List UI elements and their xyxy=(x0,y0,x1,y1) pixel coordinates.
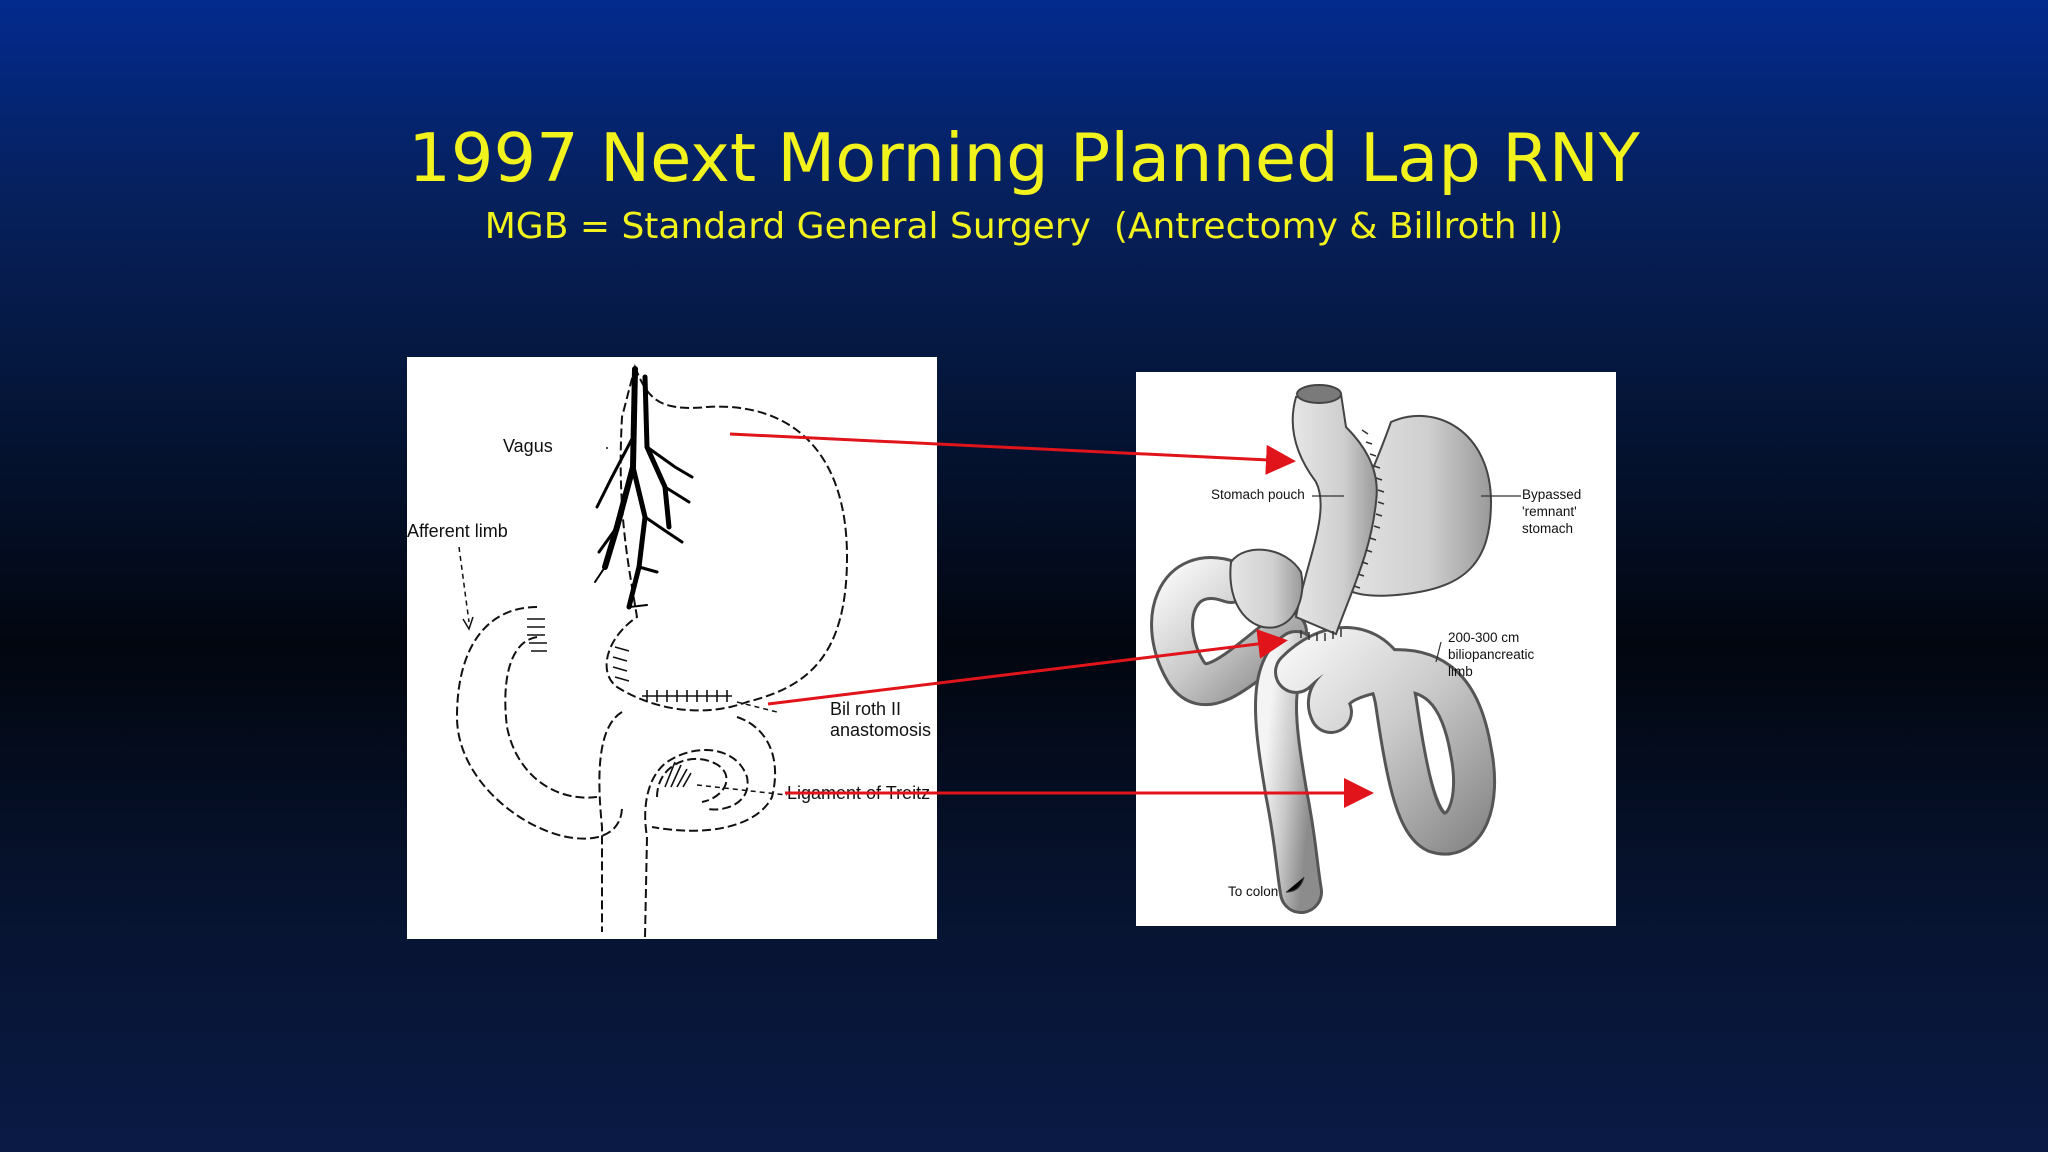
bypassed-label-line1: Bypassed xyxy=(1522,487,1582,502)
limb-label-line2: biliopancreatic xyxy=(1448,647,1535,662)
afferent-limb-inner xyxy=(504,636,598,799)
efferent-limb-outline xyxy=(644,749,749,938)
afferent-limb-label: Afferent limb xyxy=(407,521,508,541)
afferent-limb-outline xyxy=(455,606,623,840)
rny-diagram-panel: Stomach pouch Bypassed 'remnant' stomach… xyxy=(1136,372,1616,926)
bypassed-label-line3: stomach xyxy=(1522,521,1574,536)
billroth-label-line2: anastomosis xyxy=(830,720,932,740)
suture-lines xyxy=(527,618,732,788)
billroth-diagram-drawing xyxy=(455,363,849,938)
to-colon-label: To colon xyxy=(1228,884,1279,899)
bypassed-label-line2: 'remnant' xyxy=(1522,504,1577,519)
stomach-outline xyxy=(605,363,849,712)
stomach-pouch-label: Stomach pouch xyxy=(1211,487,1305,502)
vagus-nerve-branches xyxy=(594,366,694,610)
rny-diagram-drawing xyxy=(1150,384,1521,914)
billroth-diagram-panel: Vagus Afferent limb Bil roth II anastomo… xyxy=(407,357,937,939)
jejunum-outline xyxy=(651,716,777,832)
slide-subtitle: MGB = Standard General Surgery (Antrecto… xyxy=(484,206,1564,247)
vagus-label: Vagus xyxy=(503,436,553,456)
esophagus-opening xyxy=(1296,384,1342,404)
leader-lines xyxy=(458,447,788,796)
ligament-of-treitz-label: Ligament of Treitz xyxy=(787,783,931,803)
duodenal-loop-outline xyxy=(598,711,623,932)
stomach-pouch xyxy=(1291,392,1378,636)
limb-label-line1: 200-300 cm xyxy=(1448,630,1520,645)
leader-lines-right xyxy=(1285,495,1521,893)
billroth-label-line1: Bil roth II xyxy=(830,699,902,719)
slide-title: 1997 Next Morning Planned Lap RNY xyxy=(408,119,1640,197)
limb-label-line3: limb xyxy=(1448,664,1473,679)
staple-lines xyxy=(1300,429,1385,641)
